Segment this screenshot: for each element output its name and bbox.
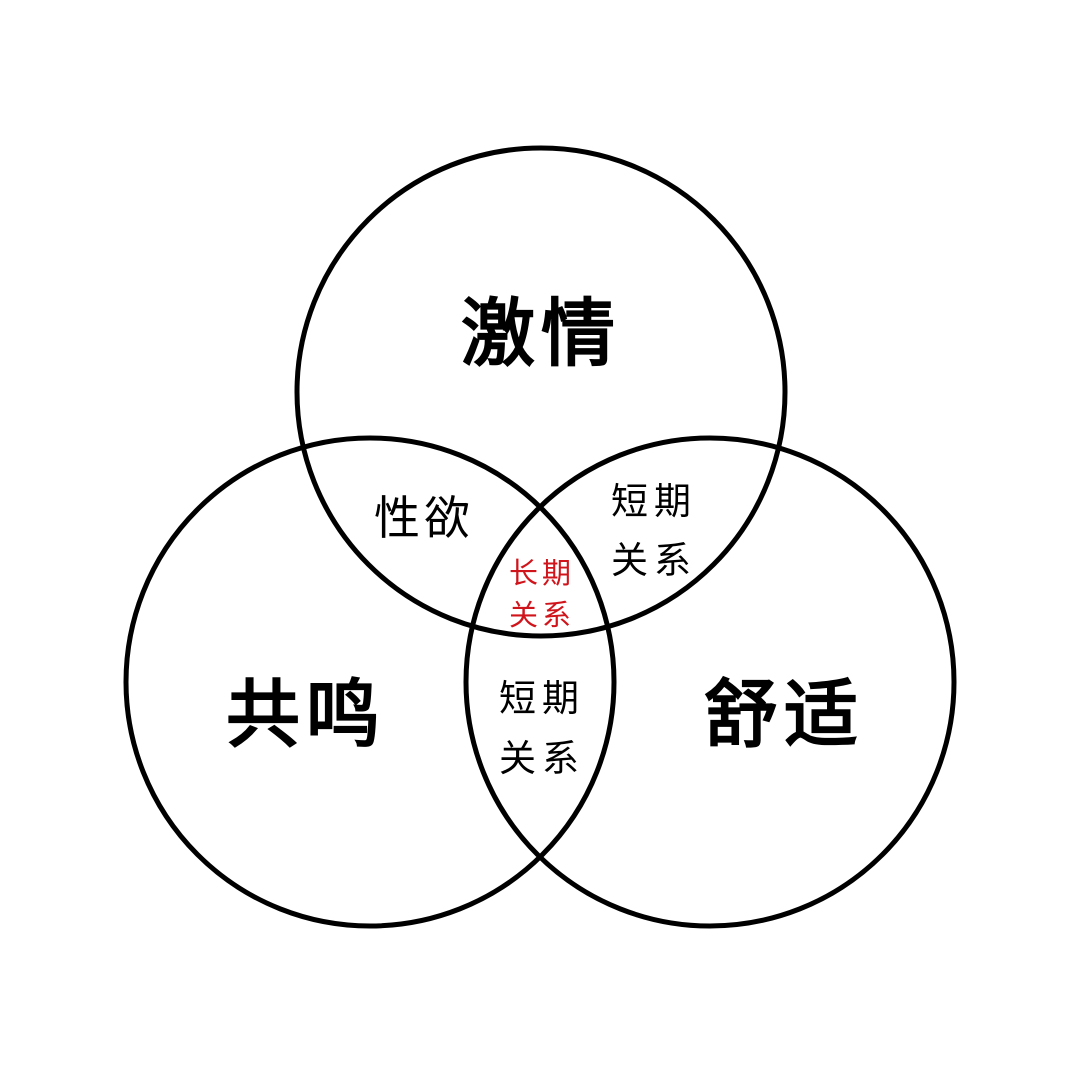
center-label-line1: 长期 <box>509 556 575 590</box>
circle-right <box>463 435 957 929</box>
overlap-label-left-right-line2: 关系 <box>499 737 585 780</box>
set-label-right: 舒适 <box>704 672 864 758</box>
circle-top <box>294 145 788 639</box>
overlap-label-top-left: 性欲 <box>374 491 474 545</box>
circle-left <box>123 435 617 929</box>
overlap-label-top-right-line1: 短期 <box>611 480 697 523</box>
overlap-label-top-right-line2: 关系 <box>611 539 697 582</box>
overlap-label-left-right-line1: 短期 <box>499 677 585 720</box>
center-label-line2: 关系 <box>509 598 575 632</box>
set-label-top: 激情 <box>461 291 621 377</box>
set-label-left: 共鸣 <box>226 672 386 758</box>
